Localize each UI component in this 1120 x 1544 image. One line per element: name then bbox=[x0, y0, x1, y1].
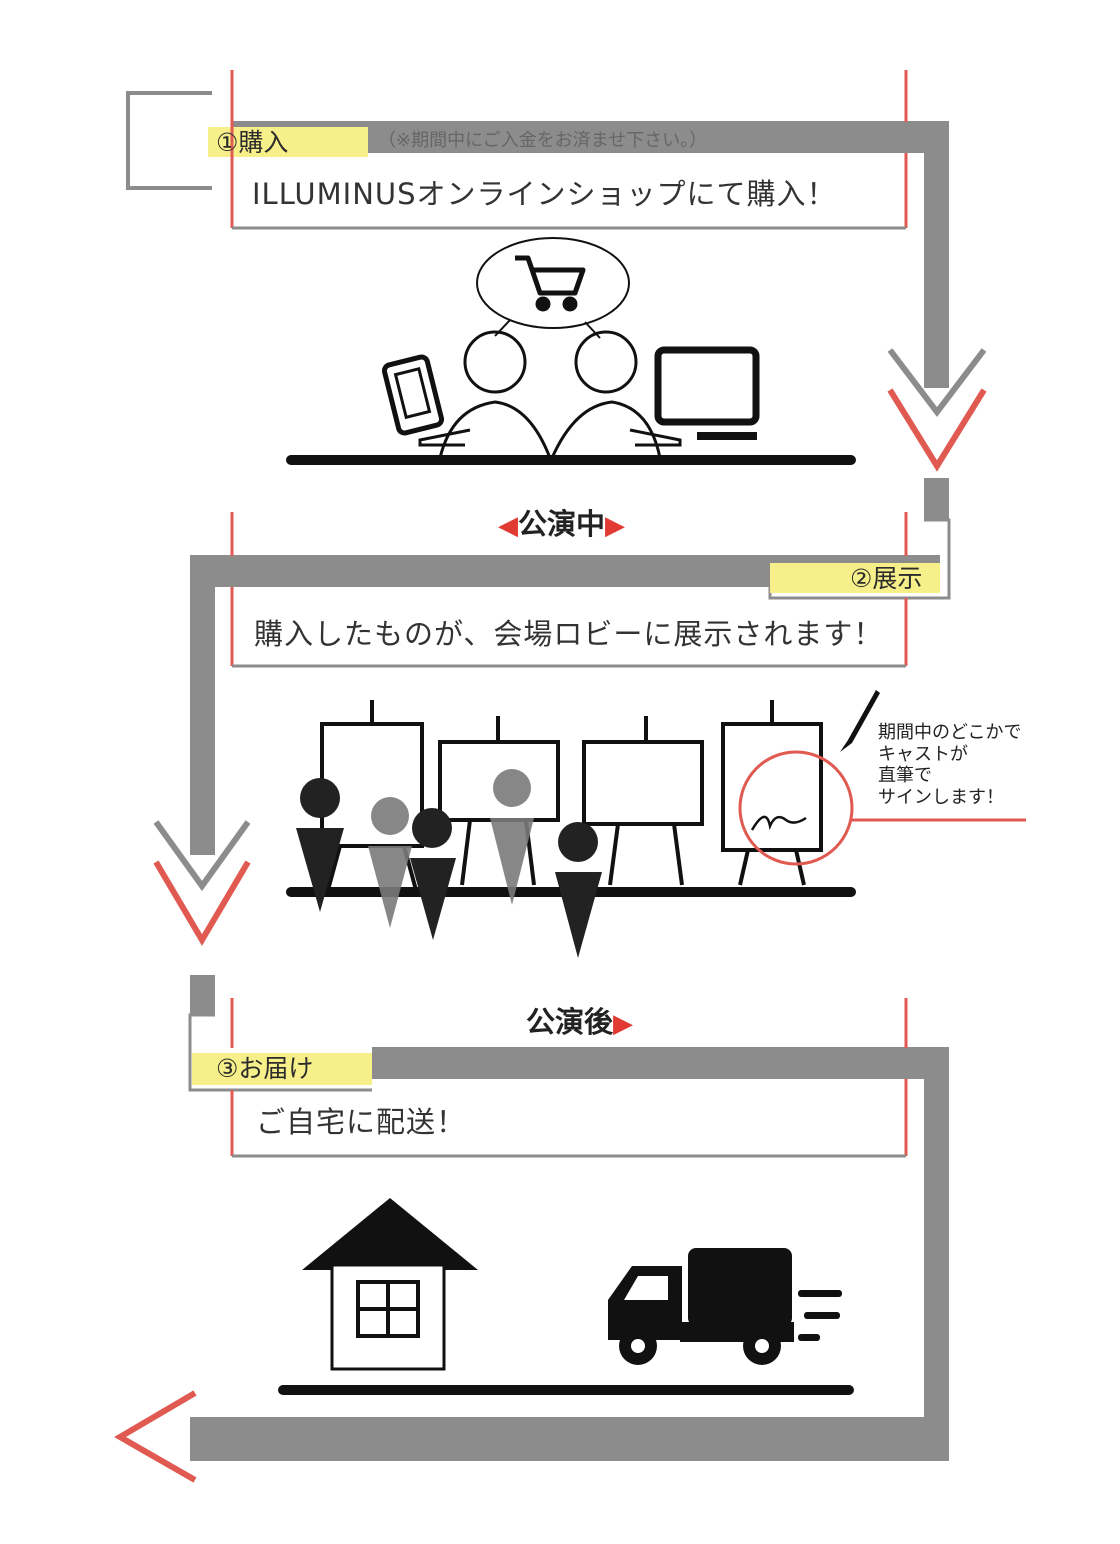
smartphone-icon bbox=[381, 354, 445, 436]
right-triangle-icon: ▶ bbox=[605, 511, 626, 541]
signature-highlight-circle bbox=[738, 750, 854, 866]
floor-line bbox=[278, 1385, 854, 1395]
phase-during: ◀公演中▶ bbox=[498, 507, 626, 541]
visitor-figure-icon bbox=[410, 808, 456, 940]
step-highlight bbox=[208, 127, 368, 157]
shopping-cart-icon bbox=[515, 255, 586, 312]
easel-icon bbox=[721, 700, 823, 886]
visitor-figure-icon bbox=[296, 778, 344, 912]
step3-label: ③お届け bbox=[216, 1054, 314, 1083]
left-triangle-icon: ◀ bbox=[498, 511, 518, 541]
desktop-monitor-icon bbox=[654, 346, 760, 440]
floor-line bbox=[286, 455, 856, 465]
start-box bbox=[126, 91, 212, 190]
step2-text: 購入したものが、会場ロビーに展示されます！ bbox=[254, 617, 884, 651]
step3-text: ご自宅に配送！ bbox=[256, 1105, 467, 1139]
online-shop-illustration bbox=[286, 237, 856, 465]
delivery-truck-icon bbox=[608, 1248, 842, 1365]
phase-after: 公演後▶ bbox=[526, 1005, 634, 1039]
person-icon bbox=[550, 330, 682, 459]
pen-icon bbox=[840, 690, 880, 752]
signature-icon bbox=[750, 815, 807, 831]
flow-track bbox=[190, 121, 949, 1461]
down-chevron-icon bbox=[153, 820, 251, 946]
signature-callout: 期間中のどこかで キャストが 直筆で サインします！ bbox=[878, 722, 1022, 808]
phase-during-label: 公演中 bbox=[518, 507, 606, 541]
easel-icon bbox=[582, 716, 704, 886]
text-box-bottom bbox=[232, 226, 906, 1158]
step1-payment-note: （※期間中にご入金をお済ませ下さい。） bbox=[378, 130, 708, 151]
visitor-figure-icon bbox=[368, 797, 412, 928]
visitor-figure-icon bbox=[555, 822, 602, 958]
step-highlight bbox=[192, 1053, 372, 1085]
step1-label: ①購入 bbox=[216, 128, 289, 157]
person-icon bbox=[418, 330, 552, 459]
frame-lines bbox=[230, 70, 908, 1156]
speech-bubble bbox=[476, 237, 630, 329]
visitor-figure-icon bbox=[490, 769, 534, 905]
exhibition-illustration bbox=[286, 690, 1026, 958]
step-highlight bbox=[770, 563, 940, 593]
step1-text: ILLUMINUSオンラインショップにて購入！ bbox=[252, 177, 837, 211]
left-chevron-icon bbox=[114, 1390, 197, 1483]
connector-outline bbox=[188, 1013, 372, 1092]
right-triangle-icon: ▶ bbox=[613, 1009, 634, 1039]
house-icon bbox=[302, 1198, 478, 1371]
phase-after-label: 公演後 bbox=[526, 1005, 614, 1039]
step2-label: ②展示 bbox=[850, 564, 923, 593]
down-chevron-icon bbox=[887, 348, 987, 472]
